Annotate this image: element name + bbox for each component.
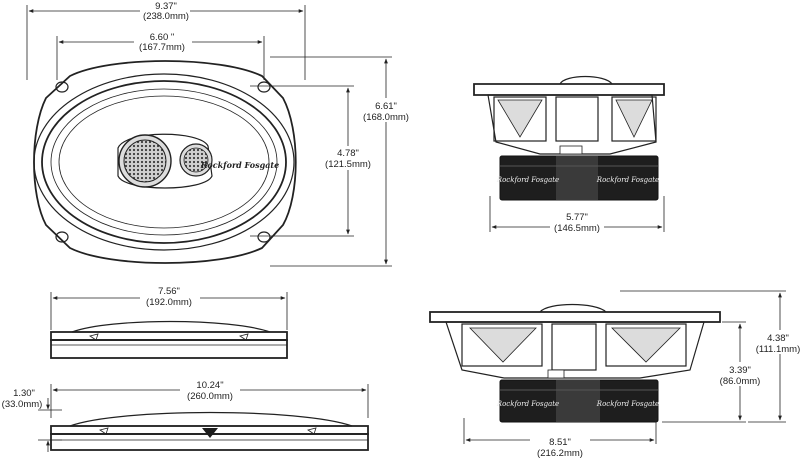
magnet-logo-left: Rockford Fosgate	[496, 176, 559, 184]
dim-overall-depth: 4.38" (111.1mm)	[620, 290, 800, 423]
mount-width-in: 6.60 "	[150, 32, 175, 43]
profile-short: 7.56" (192.0mm)	[50, 285, 288, 359]
dim-profile-long-height: 1.30" (33.0mm)	[2, 388, 62, 452]
overall-height-mm: (168.0mm)	[363, 112, 409, 123]
dim-mount-depth: 3.39" (86.0mm)	[662, 321, 764, 423]
mount-depth-in: 3.39"	[729, 365, 751, 376]
profile-short-width-mm: (192.0mm)	[146, 297, 192, 308]
basket-width-short-mm: (146.5mm)	[554, 223, 600, 234]
profile-long-height-mm: (33.0mm)	[2, 399, 43, 410]
profile-short-width-in: 7.56"	[158, 286, 180, 297]
profile-long-width-mm: (260.0mm)	[187, 391, 233, 402]
overall-depth-in: 4.38"	[767, 333, 789, 344]
overall-depth-mm: (111.1mm)	[756, 344, 800, 355]
magnet-long-logo-right: Rockford Fosgate	[596, 400, 659, 408]
dim-basket-width-long: 8.51" (216.2mm)	[463, 418, 657, 459]
dim-profile-long-width: 10.24" (260.0mm)	[50, 378, 369, 418]
dim-mount-width: 6.60 " (167.7mm)	[56, 32, 265, 80]
profile-long-height-in: 1.30"	[13, 388, 35, 399]
magnet-long-logo-left: Rockford Fosgate	[496, 400, 559, 408]
front-view: 9.37" (238.0mm) 6.60 " (167.7mm) 6.61" (…	[26, 1, 412, 267]
basket-width-long-in: 8.51"	[549, 437, 571, 448]
dim-profile-short-width: 7.56" (192.0mm)	[50, 285, 288, 330]
side-view-short: Rockford Fosgate Rockford Fosgate 5.77" …	[473, 75, 665, 236]
side-view-long: Rockford Fosgate Rockford Fosgate 8.51" …	[429, 290, 800, 459]
basket-width-long-mm: (216.2mm)	[537, 448, 583, 459]
brand-logo: Rockford Fosgate	[200, 160, 279, 170]
magnet-logo-right: Rockford Fosgate	[596, 176, 659, 184]
speaker-frame	[33, 60, 297, 264]
mount-depth-mm: (86.0mm)	[720, 376, 761, 387]
dim-basket-width-short: 5.77" (146.5mm)	[489, 196, 665, 236]
cone-height-in: 4.78"	[337, 148, 359, 159]
overall-width-mm: (238.0mm)	[143, 11, 189, 22]
overall-width-in: 9.37"	[155, 1, 177, 12]
mount-width-mm: (167.7mm)	[139, 42, 185, 53]
mounting-holes	[55, 81, 271, 243]
profile-long: 10.24" (260.0mm) 1.30" (33.0mm)	[2, 378, 369, 452]
dim-cone-height: 4.78" (121.5mm)	[250, 85, 374, 237]
dim-overall-width: 9.37" (238.0mm)	[26, 1, 306, 80]
profile-long-width-in: 10.24"	[196, 380, 223, 391]
basket-width-short-in: 5.77"	[566, 212, 588, 223]
cone-height-mm: (121.5mm)	[325, 159, 371, 170]
overall-height-in: 6.61"	[375, 101, 397, 112]
dim-overall-height: 6.61" (168.0mm)	[270, 56, 412, 267]
